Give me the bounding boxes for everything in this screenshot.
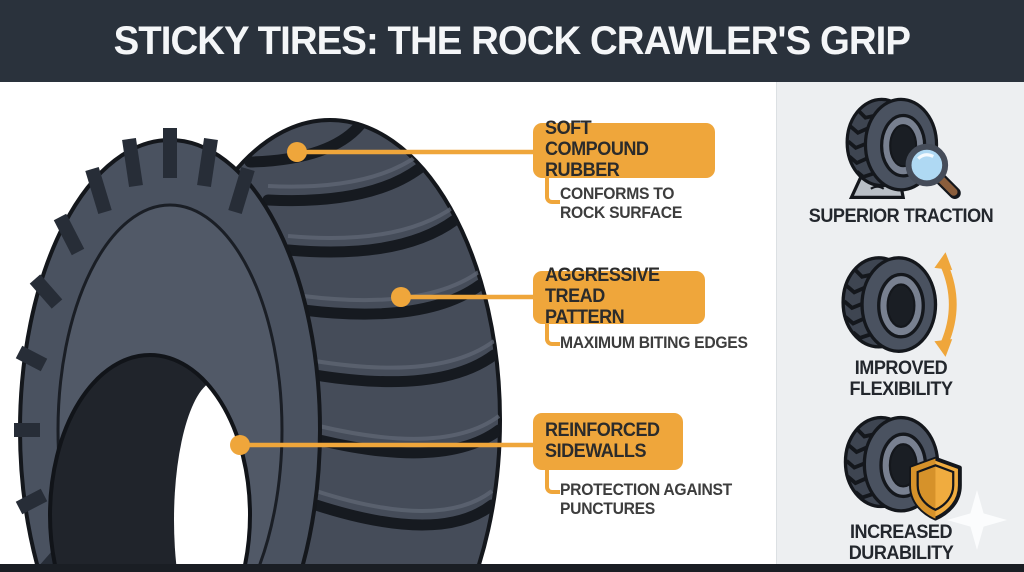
callout-aggressive-tread-pattern: AGGRESSIVE TREAD PATTERN <box>533 265 705 328</box>
sidewall-lugs <box>14 128 255 564</box>
benefit-increased-durability: INCREASED DURABILITY <box>777 412 1024 565</box>
benefit-label: SUPERIOR TRACTION <box>808 206 994 227</box>
callout-soft-compound-rubber: SOFT COMPOUND RUBBER <box>533 118 715 181</box>
shield-icon <box>909 456 962 521</box>
tread-highlights <box>267 152 500 513</box>
tire-flex-arrow-icon <box>841 252 957 357</box>
magnifier-icon <box>905 143 961 199</box>
elbow-connector <box>545 470 560 494</box>
benefit-superior-traction: SUPERIOR TRACTION <box>777 94 1024 227</box>
callout-reinforced-sidewalls: REINFORCED SIDEWALLS <box>533 413 683 470</box>
callout-title: AGGRESSIVE TREAD PATTERN <box>545 265 660 328</box>
mini-tire <box>841 256 938 353</box>
page-title: STICKY TIRES: THE ROCK CRAWLER'S GRIP <box>113 18 911 63</box>
callout-title: SOFT COMPOUND RUBBER <box>545 118 649 181</box>
benefit-label: IMPROVED FLEXIBILITY <box>849 358 953 401</box>
benefits-panel: SUPERIOR TRACTION <box>776 82 1024 564</box>
mini-tire <box>843 415 940 513</box>
tire-shield-icon <box>843 415 962 521</box>
bore-outline <box>48 353 252 564</box>
flex-arrow <box>934 252 957 357</box>
elbow-connector <box>545 324 560 346</box>
tire-illustration <box>14 118 502 564</box>
footer-strip <box>0 564 1024 572</box>
benefit-label: INCREASED DURABILITY <box>848 522 954 565</box>
callout-subnote: PROTECTION AGAINST PUNCTURES <box>560 481 732 518</box>
tire-magnifier-rock-icon <box>845 97 961 199</box>
callout-title: REINFORCED SIDEWALLS <box>545 419 660 462</box>
header-banner: STICKY TIRES: THE ROCK CRAWLER'S GRIP <box>0 0 1024 82</box>
callout-subnote: MAXIMUM BITING EDGES <box>560 334 748 352</box>
elbow-connector <box>545 178 560 204</box>
benefit-improved-flexibility: IMPROVED FLEXIBILITY <box>777 250 1024 401</box>
callout-subnote: CONFORMS TO ROCK SURFACE <box>560 185 683 222</box>
